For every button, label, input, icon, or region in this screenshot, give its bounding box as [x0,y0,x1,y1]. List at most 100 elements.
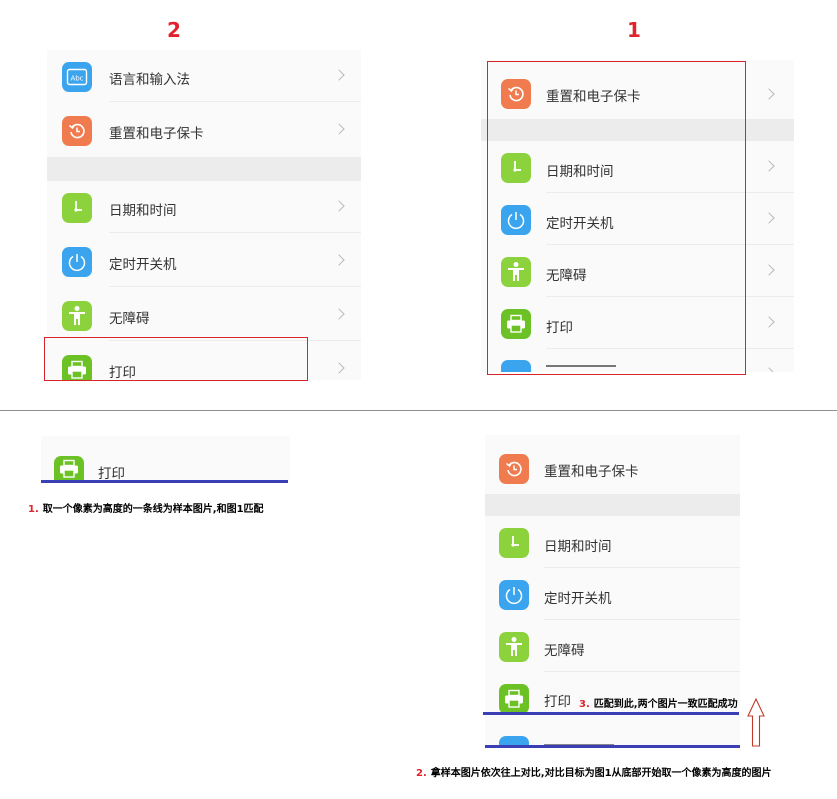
annotation-step-1: 1.取一个像素为高度的一条线为样本图片,和图1匹配 [28,500,264,515]
settings-row-label: 日期和时间 [546,164,614,180]
figure-label-1: 1 [627,18,641,42]
settings-row-label: 定时开关机 [544,591,612,607]
arrow-up-icon [746,698,766,748]
settings-row-label: 定时开关机 [546,216,614,232]
settings-row-print: 打印 [485,672,740,724]
power-icon [62,247,92,277]
settings-row-reset[interactable]: 重置和电子保卡 [47,104,361,156]
annotation-number: 2. [416,768,427,779]
settings-row-print[interactable]: 打印 [481,297,794,349]
settings-row-print[interactable]: 打印 [47,343,361,380]
settings-row-label: 重置和电子保卡 [109,126,204,142]
chevron-right-icon [333,69,345,81]
reset-icon [62,116,92,146]
settings-row-power[interactable]: 定时开关机 [47,235,361,287]
settings-row-datetime[interactable]: 日期和时间 [481,141,794,193]
printer-icon [62,355,92,380]
chevron-right-icon [763,264,775,276]
sample-line-marker [41,480,288,483]
accessibility-icon [499,632,529,662]
chevron-right-icon [763,367,775,372]
settings-row-label: 重置和电子保卡 [544,464,639,480]
target-highlight-box [487,61,746,375]
scan-line-marker [485,745,740,748]
row-divider [546,296,794,297]
settings-row-label: 打印 [109,365,136,380]
chevron-right-icon [333,308,345,320]
settings-row-label: 日期和时间 [544,539,612,555]
chevron-right-icon [333,254,345,266]
annotation-text: 取一个像素为高度的一条线为样本图片,和图1匹配 [42,504,264,515]
settings-row-reset[interactable]: 重置和电子保卡 [481,67,794,119]
chevron-right-icon [763,212,775,224]
settings-screenshot-1: 重置和电子保卡 日期和时间 定时开关机 无障碍 打印 [481,60,794,372]
settings-row-label: 打印 [98,466,125,481]
sample-image: 打印 [41,436,290,481]
row-divider [544,671,740,672]
settings-row-accessibility[interactable]: 无障碍 [481,245,794,297]
row-divider [546,244,794,245]
settings-row-accessibility[interactable]: 无障碍 [47,289,361,341]
keyboard-icon: Abc [62,62,92,92]
chevron-right-icon [763,160,775,172]
chevron-right-icon [763,316,775,328]
annotation-number: 3. [579,699,590,710]
power-icon [499,580,529,610]
section-gap [485,494,740,516]
row-divider [546,192,794,193]
annotation-text: 拿样本图片依次往上对比,对比目标为图1从底部开始取一个像素为高度的图片 [430,768,772,779]
settings-row-label: 语言和输入法 [109,72,190,88]
row-divider [109,340,361,341]
settings-row-language[interactable]: Abc 语言和输入法 [47,50,361,102]
clock-icon [62,193,92,223]
settings-row-label: 日期和时间 [109,203,177,219]
settings-row-print: 打印 [41,436,290,481]
settings-row-label: 打印 [546,320,573,336]
row-divider [109,101,361,102]
section-gap [481,119,794,141]
power-icon [501,205,531,235]
partial-row-label [546,365,616,372]
accessibility-icon [501,257,531,287]
clock-icon [501,153,531,183]
settings-row-power: 定时开关机 [485,568,740,620]
settings-row-label: 无障碍 [109,311,150,327]
printer-icon [499,684,529,714]
settings-row-label: 重置和电子保卡 [546,89,641,105]
settings-screenshot-2: Abc 语言和输入法 重置和电子保卡 日期和时间 定时开关机 无障 [47,50,361,380]
sample-highlight-box [44,337,308,381]
settings-row-partial [481,349,794,372]
settings-row-label: 无障碍 [544,643,585,659]
settings-row-reset: 重置和电子保卡 [485,442,740,494]
chevron-right-icon [333,123,345,135]
settings-row-label: 定时开关机 [109,257,177,273]
printer-icon [54,456,84,481]
annotation-step-3: 3.匹配到此,两个图片一致匹配成功 [579,695,738,710]
chevron-right-icon [333,200,345,212]
settings-row-datetime: 日期和时间 [485,516,740,568]
chevron-right-icon [763,88,775,100]
settings-row-datetime[interactable]: 日期和时间 [47,181,361,233]
matching-screenshot: 重置和电子保卡 日期和时间 定时开关机 无障碍 打印 [485,435,740,748]
row-divider [546,348,794,349]
reset-icon [501,79,531,109]
reset-icon [499,454,529,484]
clock-icon [499,528,529,558]
partial-row-icon [501,360,531,372]
annotation-text: 匹配到此,两个图片一致匹配成功 [593,699,738,710]
row-divider [109,286,361,287]
printer-icon [501,309,531,339]
annotation-number: 1. [28,504,39,515]
accessibility-icon [62,301,92,331]
chevron-right-icon [333,362,345,374]
settings-row-label: 打印 [544,694,571,710]
annotation-step-2: 2.拿样本图片依次往上对比,对比目标为图1从底部开始取一个像素为高度的图片 [416,764,772,779]
settings-row-label: 无障碍 [546,268,587,284]
match-line-marker [483,712,739,715]
row-divider [544,619,740,620]
settings-row-power[interactable]: 定时开关机 [481,193,794,245]
row-divider [544,567,740,568]
row-divider [109,232,361,233]
section-divider [0,410,837,411]
section-gap [47,157,361,181]
